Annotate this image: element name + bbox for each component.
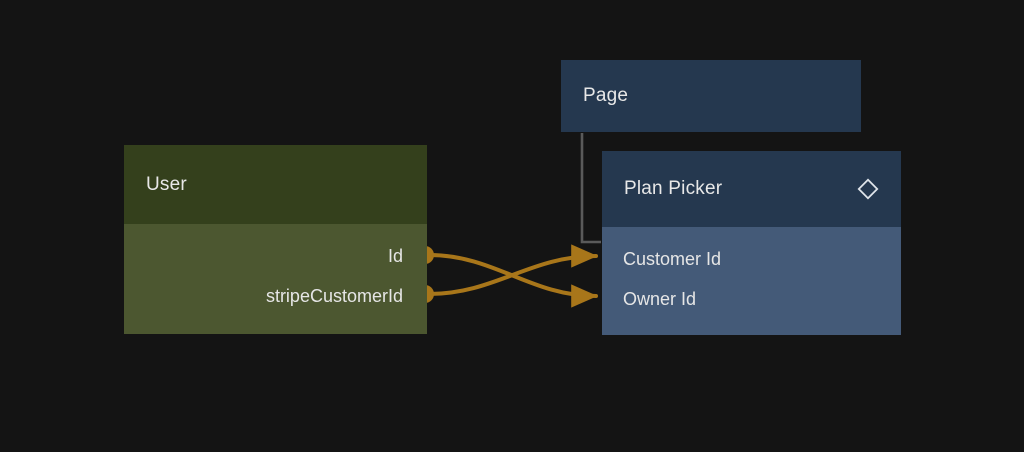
edge-page-to-plan-picker [580,133,601,244]
field-row[interactable]: Id [124,236,427,276]
field-row[interactable]: stripeCustomerId [124,276,427,316]
field-row[interactable]: Customer Id [602,239,901,279]
node-plan-picker-title: Plan Picker [624,178,723,199]
node-page[interactable]: Page [561,60,861,132]
edge-id-to-owner-id [427,253,598,308]
node-user-title: User [146,173,187,195]
node-plan-picker[interactable]: Plan Picker Customer Id Owner Id [602,151,901,335]
field-label-stripecustomerid: stripeCustomerId [265,285,403,306]
node-page-header: Page [561,60,861,132]
node-user-header: User [124,145,427,224]
node-page-title: Page [583,85,629,106]
field-label-customer-id: Customer Id [623,248,722,269]
node-user-body: Id stripeCustomerId [124,224,427,334]
node-plan-picker-body: Customer Id Owner Id [602,227,901,335]
node-plan-picker-header: Plan Picker [602,151,901,227]
edge-stripecustomerid-to-customer-id [427,244,598,296]
field-row[interactable]: Owner Id [602,279,901,319]
diamond-icon [857,178,879,200]
field-label-owner-id: Owner Id [623,288,697,309]
field-label-id: Id [387,245,403,266]
node-user[interactable]: User Id stripeCustomerId [124,145,427,334]
